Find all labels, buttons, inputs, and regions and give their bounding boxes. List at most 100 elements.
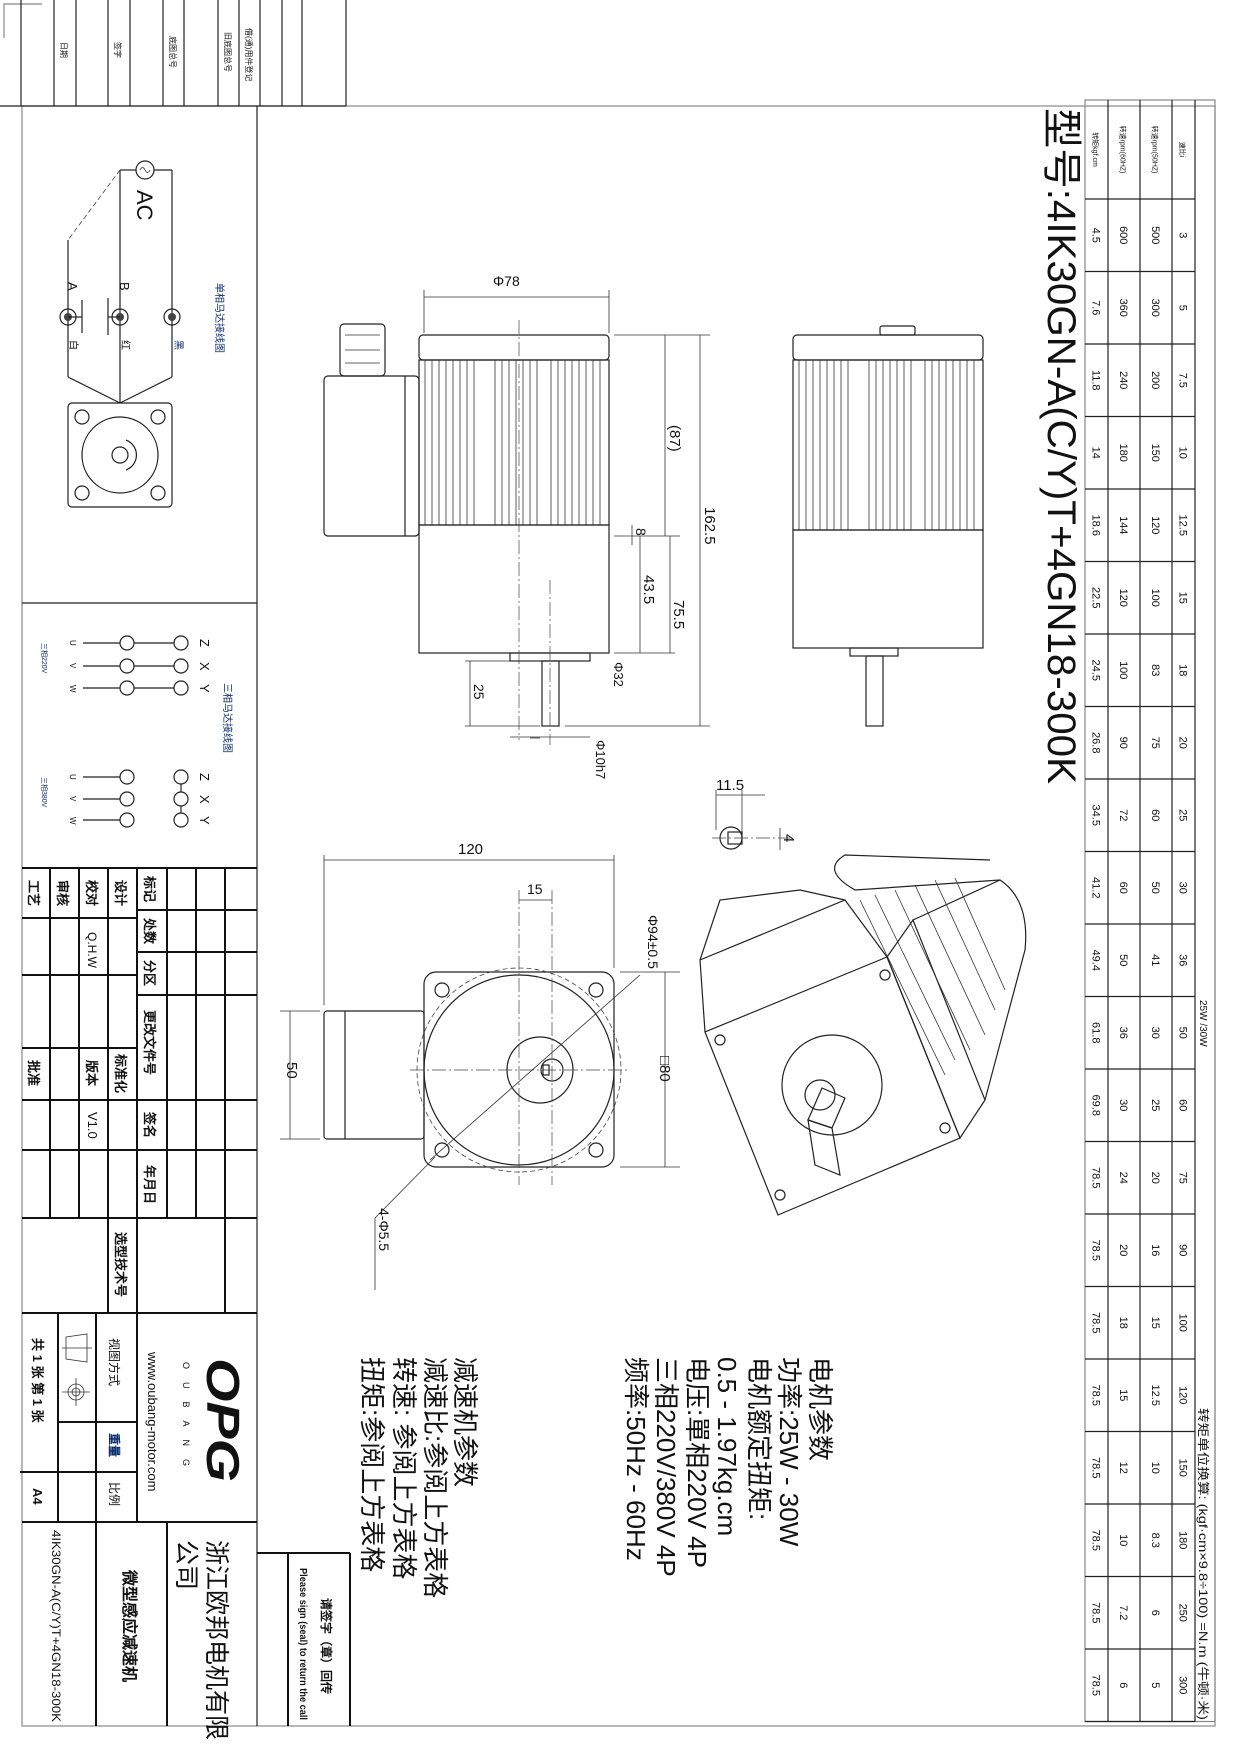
rev-count: 处数 — [142, 917, 157, 945]
table-cell-ratio: 36 — [1177, 954, 1189, 966]
motor-torque-label: 电机额定扭矩: — [744, 1357, 774, 1520]
dim-4-d5-5: 4-Φ5.5 — [376, 1208, 392, 1251]
table-cell-torque: 22.5 — [1090, 587, 1102, 608]
table-cell-torque: 78.5 — [1090, 1167, 1102, 1188]
dim-4: 4 — [780, 834, 797, 842]
table-cell-torque: 78.5 — [1090, 1457, 1102, 1478]
table-cell-rpm50: 100 — [1149, 589, 1161, 607]
rotation-arrow-icon — [125, 439, 138, 471]
single-phase-title: 单相马达接线图 — [213, 283, 226, 353]
view-method-label: 视图方式 — [107, 1338, 122, 1386]
table-cell-rpm60: 20 — [1117, 1244, 1129, 1256]
dim-d78: Φ78 — [493, 273, 520, 289]
table-cell-ratio: 30 — [1177, 882, 1189, 894]
table-cell-torque: 11.8 — [1090, 370, 1102, 391]
top-strip: 日期 签字 底图总号 旧底图总号 借(通)用件登记 — [0, 0, 347, 107]
three-phase-wiring-diagram: 三相马达接线图 三相220V 三相380V U V W U V W Z X Y … — [40, 635, 234, 828]
table-cell-rpm60: 100 — [1117, 661, 1129, 679]
paper-size: A4 — [30, 1488, 45, 1505]
table-cell-torque: 78.5 — [1090, 1602, 1102, 1623]
model-title: 型号:4IK30GN-A(C/Y)T+4GN18-300K — [1039, 108, 1083, 784]
table-cell-torque: 78.5 — [1090, 1240, 1102, 1261]
rev-check: 校对 — [84, 880, 99, 906]
table-cell-ratio: 60 — [1177, 1099, 1189, 1111]
rev-version-label: 版本 — [84, 1060, 99, 1086]
table-cell-torque: 78.5 — [1090, 1312, 1102, 1333]
strip-old-base-no: 旧底图总号 — [223, 32, 233, 72]
motor-side-view: Φ78 (87) 162.5 8 43.5 75.5 Φ32 25 Φ10h7 — [323, 273, 718, 779]
w-label: W — [68, 685, 77, 693]
table-cell-rpm50: 15 — [1149, 1317, 1161, 1329]
strip-borrow: 借(通)用件登记 — [244, 28, 254, 81]
table-cell-ratio: 75 — [1177, 1172, 1189, 1184]
table-cell-rpm60: 30 — [1117, 1099, 1129, 1111]
table-header: 转速rpm(50HZ) — [1151, 126, 1160, 174]
table-cell-torque: 78.5 — [1090, 1675, 1102, 1696]
x-label-380: X — [197, 795, 212, 804]
table-header: 转速rpm(60HZ) — [1119, 126, 1128, 174]
table-cell-ratio: 15 — [1177, 592, 1189, 604]
table-cell-ratio: 5 — [1177, 305, 1189, 311]
table-cell-rpm50: 500 — [1149, 226, 1161, 244]
table-cell-torque: 34.5 — [1090, 805, 1102, 826]
label-220v: 三相220V — [40, 643, 49, 674]
table-cell-rpm60: 24 — [1117, 1172, 1129, 1184]
terminal-a-label: A — [65, 282, 80, 291]
projection-symbol-icon — [62, 1333, 92, 1406]
table-cell-rpm60: 6 — [1117, 1682, 1129, 1688]
three-phase-title: 三相马达接线图 — [221, 683, 234, 753]
wire-white-label: 白 — [67, 340, 80, 350]
gear-ratio: 减速比:参阅上方表格 — [420, 1357, 450, 1598]
frame — [21, 105, 1216, 1727]
table-cell-rpm50: 75 — [1149, 737, 1161, 749]
table-cell-rpm50: 150 — [1149, 444, 1161, 462]
table-cell-rpm60: 18 — [1117, 1317, 1129, 1329]
motor-voltage: 电压:單相220V 4P — [682, 1357, 712, 1568]
scale-label: 比例 — [107, 1482, 121, 1506]
table-cell-rpm60: 120 — [1117, 589, 1129, 607]
table-header: 速比i — [1178, 142, 1187, 158]
v-label-380: V — [68, 796, 77, 802]
table-cell-rpm60: 15 — [1117, 1389, 1129, 1401]
dim-11-5: 11.5 — [716, 777, 744, 794]
table-cell-torque: 26.8 — [1090, 732, 1102, 753]
motor-isometric-view — [699, 854, 1027, 1216]
rev-standard: 标准化 — [113, 1053, 128, 1093]
table-cell-ratio: 250 — [1177, 1604, 1189, 1622]
rev-review: 审核 — [55, 880, 70, 906]
company-name: 浙江欧邦电机有限 — [202, 1540, 230, 1740]
rev-approve: 批准 — [26, 1060, 41, 1086]
strip-sign: 签字 — [113, 42, 123, 58]
revision-table: 标记 处数 分区 更改文件号 签名 年月日 设计 校对 审核 工艺 标准化 版本… — [22, 868, 257, 1314]
dim-162-5: 162.5 — [701, 507, 718, 545]
table-cell-rpm50: 16 — [1149, 1244, 1161, 1256]
dim-8: 8 — [633, 528, 649, 536]
dim-75-5: 75.5 — [670, 600, 687, 629]
table-cell-rpm50: 6 — [1149, 1610, 1161, 1616]
dim-d10h7: Φ10h7 — [593, 740, 608, 779]
table-cell-ratio: 180 — [1177, 1531, 1189, 1549]
table-cell-torque: 78.5 — [1090, 1385, 1102, 1406]
w-label-380: W — [68, 817, 77, 825]
table-cell-ratio: 18 — [1177, 664, 1189, 676]
table-cell-torque: 4.5 — [1090, 228, 1102, 243]
motor-rear-side-view — [792, 325, 984, 727]
dim-15: 15 — [527, 881, 543, 897]
table-cell-rpm60: 36 — [1117, 1027, 1129, 1039]
rev-selection: 选型技术号 — [113, 1232, 128, 1297]
motor-three-phase: 三相220V/380V 4P — [651, 1357, 681, 1577]
rev-craft: 工艺 — [26, 880, 41, 906]
table-cell-ratio: 100 — [1177, 1314, 1189, 1332]
table-cell-ratio: 3 — [1177, 232, 1189, 238]
table-cell-rpm50: 120 — [1149, 516, 1161, 534]
table-cell-ratio: 20 — [1177, 737, 1189, 749]
table-cell-rpm50: 300 — [1149, 299, 1161, 317]
table-cell-rpm50: 12.5 — [1149, 1385, 1161, 1406]
table-cell-ratio: 10 — [1177, 447, 1189, 459]
dim-d32: Φ32 — [611, 662, 626, 687]
table-cell-torque: 49.4 — [1090, 950, 1102, 971]
table-cell-rpm60: 12 — [1117, 1462, 1129, 1474]
table-cell-rpm60: 7.2 — [1117, 1605, 1129, 1620]
table-cell-ratio: 7.5 — [1177, 373, 1189, 388]
table-cell-ratio: 120 — [1177, 1386, 1189, 1404]
